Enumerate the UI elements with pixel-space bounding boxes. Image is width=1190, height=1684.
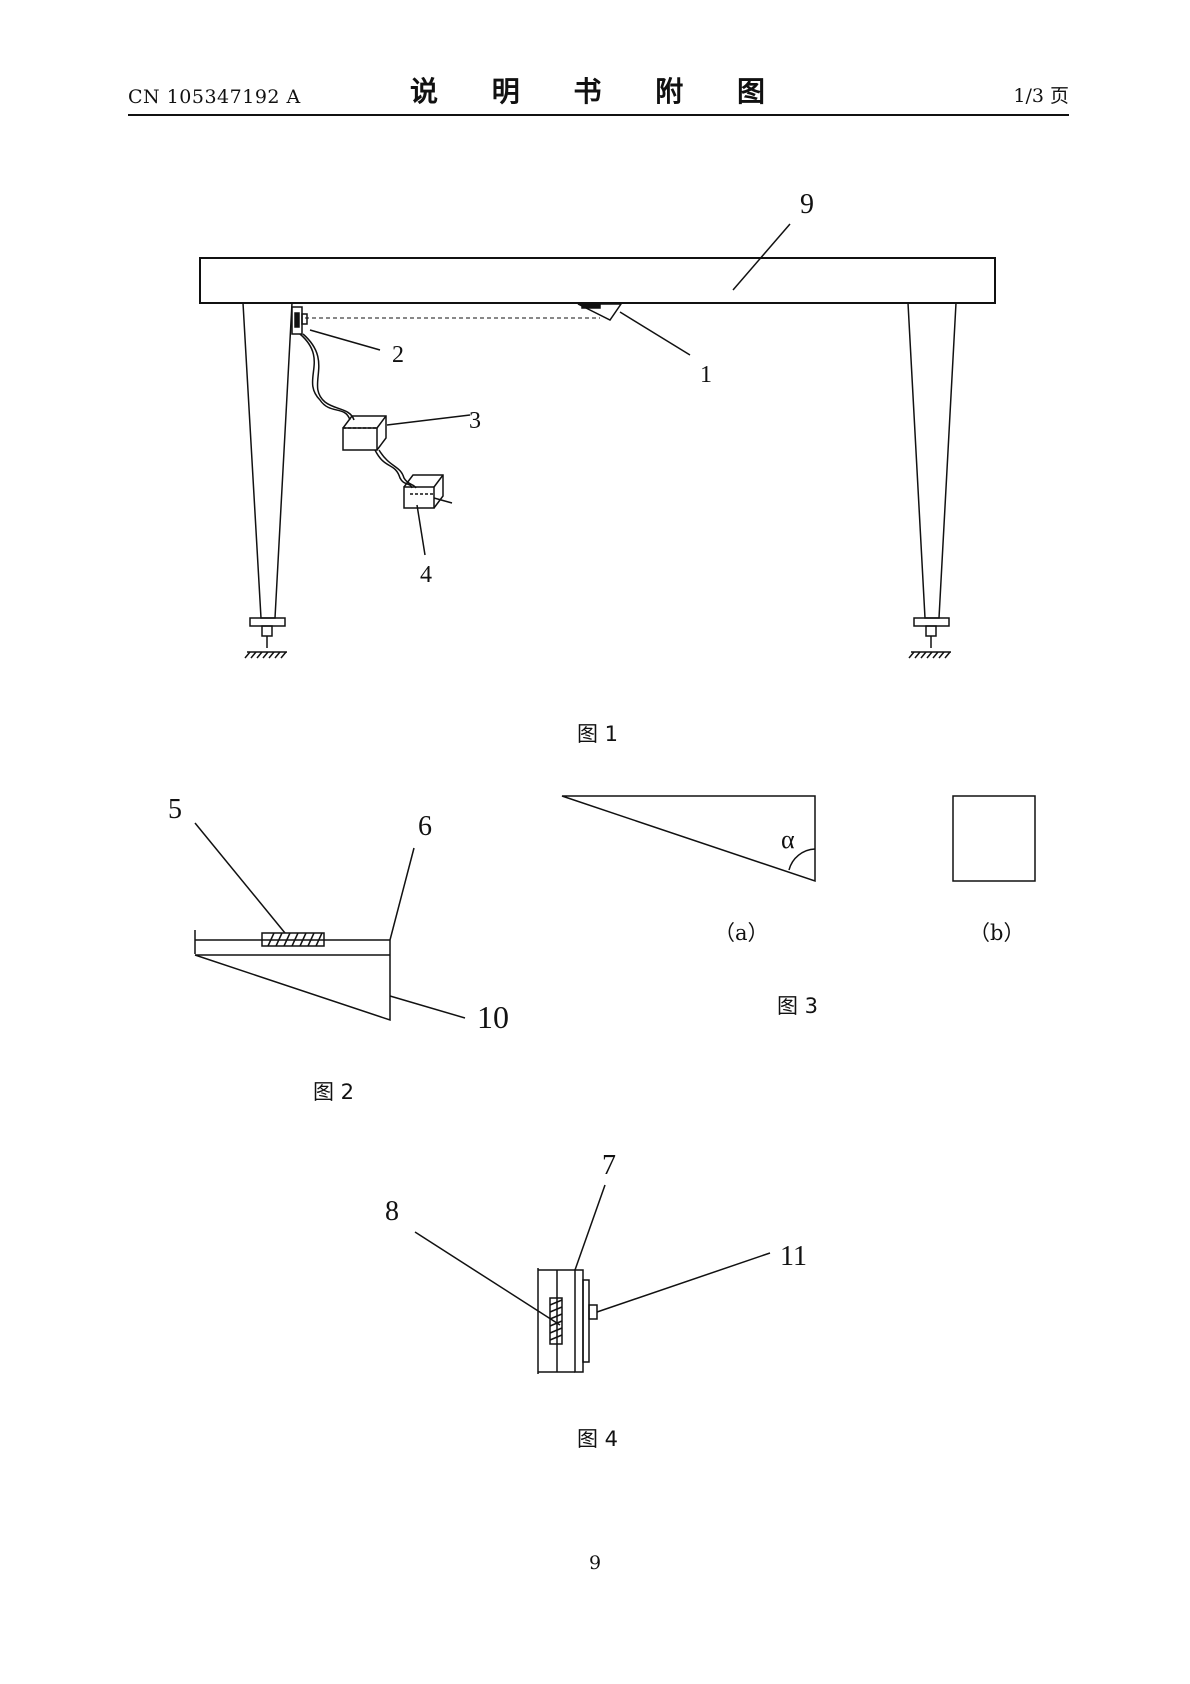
label-3: 3 [469,408,481,434]
sensor-5 [261,932,325,947]
caption-figure-4: 图 4 [577,1427,619,1451]
subcaption-a: （a） [714,921,769,945]
label-1: 1 [700,362,712,388]
label-7: 7 [602,1150,616,1181]
figure-3: α [561,795,1036,883]
patent-number: CN 105347192 A [128,86,301,108]
left-leg [242,302,293,659]
triangle-a [561,795,816,883]
sensor-11 [588,1304,598,1320]
figure-4: 7 8 11 [385,1150,807,1374]
label-8: 8 [385,1196,399,1227]
page-title: 说 明 书 附 图 [410,75,787,108]
angle-alpha: α [781,825,795,854]
label-4: 4 [420,562,432,588]
square-b [952,795,1036,882]
caption-figure-1: 图 1 [577,722,619,746]
cable-2-3 [299,333,351,421]
figure-1-table: 9 1 2 3 4 [199,189,996,659]
subcaption-b: （b） [969,921,1025,945]
label-5: 5 [168,794,182,825]
label-10: 10 [477,999,509,1035]
box-3 [342,415,387,451]
page-number: 9 [588,1552,602,1574]
box-4 [403,474,453,509]
page-of: 1/3 页 [1013,85,1069,107]
label-11: 11 [780,1241,807,1272]
figure-2-bracket: 5 6 10 [168,794,509,1035]
page-header: CN 105347192 A 说 明 书 附 图 1/3 页 [128,70,1069,116]
caption-figure-3: 图 3 [777,994,819,1018]
right-leg [907,302,957,659]
label-2: 2 [392,342,404,368]
label-9: 9 [800,189,814,220]
caption-figure-2: 图 2 [313,1080,355,1104]
table-top [199,257,996,304]
cable-3-4 [374,449,413,489]
label-6: 6 [418,811,432,842]
